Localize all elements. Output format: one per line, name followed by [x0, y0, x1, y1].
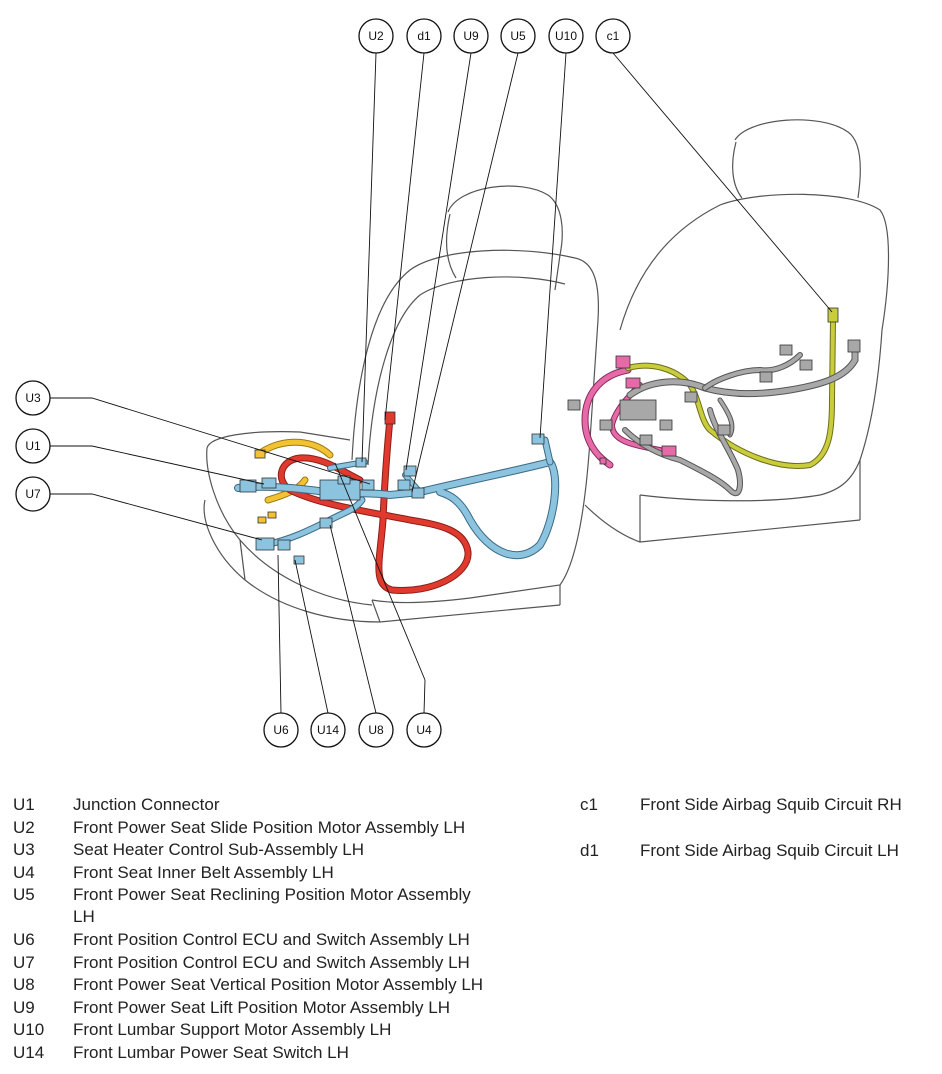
legend-item: U7 Front Position Control ECU and Switch…: [13, 952, 573, 974]
legend-item: U5 Front Power Seat Reclining Position M…: [13, 884, 573, 928]
connectors: [239, 307, 861, 565]
legend-item: U14 Front Lumbar Power Seat Switch LH: [13, 1042, 573, 1064]
legend-item: d1 Front Side Airbag Squib Circuit LH: [580, 840, 935, 862]
legend-desc: Seat Heater Control Sub-Assembly LH: [73, 840, 365, 859]
legend-item: U8 Front Power Seat Vertical Position Mo…: [13, 974, 573, 996]
callout-U5: U5: [510, 29, 526, 43]
legend-code: U9: [13, 998, 35, 1017]
legend-item: U9 Front Power Seat Lift Position Motor …: [13, 997, 573, 1019]
callout-U9: U9: [463, 29, 479, 43]
legend-item: U2 Front Power Seat Slide Position Motor…: [13, 817, 573, 839]
legend-desc: Front Power Seat Slide Position Motor As…: [73, 818, 466, 837]
left-seat-outline: [203, 185, 599, 623]
callout-U2: U2: [368, 29, 384, 43]
legend-desc: Front Seat Inner Belt Assembly LH: [73, 863, 334, 882]
legend-desc: Front Power Seat Vertical Position Motor…: [73, 975, 484, 994]
callout-U1: U1: [25, 439, 41, 453]
legend-code: U3: [13, 840, 35, 859]
legend-desc: Front Position Control ECU and Switch As…: [73, 930, 470, 949]
right-seat-outline: [584, 119, 890, 543]
legend-code: U8: [13, 975, 35, 994]
callout-circles: [15, 18, 631, 748]
legend-item: c1 Front Side Airbag Squib Circuit RH: [580, 794, 935, 816]
callout-c1: c1: [607, 29, 620, 43]
callout-d1: d1: [417, 29, 431, 43]
legend-desc: Front Lumbar Support Motor Assembly LH: [73, 1020, 392, 1039]
red-harness: [277, 414, 472, 595]
legend-code: d1: [580, 841, 599, 860]
legend-desc-cont: LH: [73, 907, 95, 926]
callout-U10: U10: [555, 29, 577, 43]
legend-desc: Front Side Airbag Squib Circuit RH: [640, 795, 902, 814]
legend-code: U1: [13, 795, 35, 814]
legend-desc: Junction Connector: [73, 795, 220, 814]
legend-code: U6: [13, 930, 35, 949]
callout-U3: U3: [25, 391, 41, 405]
legend-desc: Front Lumbar Power Seat Switch LH: [73, 1043, 349, 1062]
legend-item: U10 Front Lumbar Support Motor Assembly …: [13, 1019, 573, 1041]
callout-U14: U14: [317, 723, 339, 737]
callout-U7: U7: [25, 487, 41, 501]
callout-labels: U2 d1 U9 U5 U10 c1 U3 U1 U7 U6 U14 U8 U4: [25, 29, 619, 737]
legend-code: U5: [13, 885, 35, 904]
legend-item: U3 Seat Heater Control Sub-Assembly LH: [13, 839, 573, 861]
legend-code: U2: [13, 818, 35, 837]
component-legend: U1 Junction Connector U2 Front Power Sea…: [0, 792, 942, 1074]
legend-item: U1 Junction Connector: [13, 794, 573, 816]
legend-desc: Front Power Seat Lift Position Motor Ass…: [73, 998, 450, 1017]
legend-item: U6 Front Position Control ECU and Switch…: [13, 929, 573, 951]
legend-item: U4 Front Seat Inner Belt Assembly LH: [13, 862, 573, 884]
legend-code: U14: [13, 1043, 45, 1062]
leader-lines: [50, 52, 833, 714]
gray-harness: [622, 341, 859, 497]
callout-U6: U6: [273, 723, 289, 737]
legend-desc: Front Power Seat Reclining Position Moto…: [73, 885, 471, 904]
callout-U4: U4: [416, 723, 432, 737]
callout-U8: U8: [368, 723, 384, 737]
legend-desc: Front Position Control ECU and Switch As…: [73, 953, 470, 972]
legend-code: U4: [13, 863, 35, 882]
seat-wiring-diagram: U2 d1 U9 U5 U10 c1 U3 U1 U7 U6 U14 U8 U4: [15, 18, 890, 748]
legend-code: U7: [13, 953, 35, 972]
legend-desc: Front Side Airbag Squib Circuit LH: [640, 841, 899, 860]
legend-code: U10: [13, 1020, 45, 1039]
legend-code: c1: [580, 795, 598, 814]
